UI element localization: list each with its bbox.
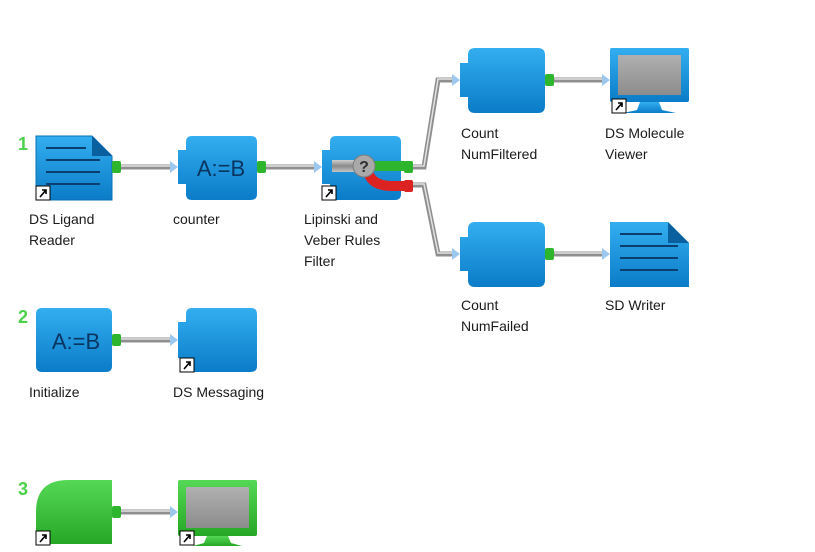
question-glyph: ? [359,159,369,176]
node-count-numfailed[interactable] [452,222,554,287]
output-port[interactable] [112,506,121,518]
row-number-1: 1 [18,134,29,154]
connector-initialize-to-messaging[interactable] [118,337,173,343]
label-sd-writer: SD Writer [605,297,666,313]
input-port-arrow-icon[interactable] [170,506,178,518]
input-port-arrow-icon[interactable] [452,248,460,260]
connector-filter-pass-to-count-numfiltered[interactable] [409,77,455,170]
filter-pipe-icon: ? [332,154,412,191]
node-counter[interactable]: A:=B [170,136,266,200]
label-initialize: Initialize [29,384,80,400]
monitor-screen [186,487,249,528]
input-port-arrow-icon[interactable] [602,74,610,86]
connector-row3[interactable] [118,509,173,515]
document-lines-icon [46,147,100,185]
output-port[interactable] [112,161,121,173]
assign-glyph: A:=B [52,329,100,354]
input-port-arrow-icon[interactable] [314,161,322,173]
shortcut-arrow-icon [321,185,337,201]
shortcut-arrow-icon [35,530,51,546]
output-port-fail[interactable] [404,180,413,192]
node-row3-viewer[interactable] [170,480,257,546]
node-initialize[interactable]: A:=B [36,308,121,372]
connector-numfiltered-to-viewer[interactable] [552,77,605,83]
label-count-numfiltered: Count NumFiltered [461,125,538,162]
document-lines-icon [620,233,678,271]
node-ds-ligand-reader[interactable] [35,135,121,201]
row-number-2: 2 [18,307,29,327]
label-ds-molecule-viewer: DS Molecule Viewer [605,125,685,162]
label-lipinski-filter: Lipinski and Veber Rules Filter [304,211,381,269]
node-sd-writer[interactable] [602,222,689,287]
output-port[interactable] [112,334,121,346]
shortcut-arrow-icon [179,530,195,546]
monitor-screen [618,55,681,95]
assign-glyph: A:=B [197,156,245,181]
shortcut-arrow-icon [35,185,51,201]
row-number-3: 3 [18,479,29,499]
input-port-arrow-icon[interactable] [170,161,178,173]
connector-reader-to-counter[interactable] [118,164,173,170]
label-counter: counter [173,211,220,227]
label-ds-messaging: DS Messaging [173,384,265,400]
connector-counter-to-filter[interactable] [261,164,317,170]
label-ds-ligand-reader: DS Ligand Reader [29,211,95,248]
node-row3-start[interactable] [35,480,121,546]
output-port[interactable] [545,74,554,86]
output-port-pass[interactable] [404,161,413,173]
node-lipinski-filter[interactable]: ? [314,136,413,201]
label-count-numfailed: Count NumFailed [461,297,529,334]
connector-numfailed-to-sd-writer[interactable] [552,251,605,257]
node-ds-messaging[interactable] [170,308,257,373]
input-port-arrow-icon[interactable] [602,248,610,260]
node-count-numfiltered[interactable] [452,48,554,113]
shortcut-arrow-icon [611,98,627,114]
node-ds-molecule-viewer[interactable] [602,48,689,114]
output-port[interactable] [545,248,554,260]
input-port-arrow-icon[interactable] [170,334,178,346]
connectors [118,77,605,515]
connector-filter-fail-to-count-numfailed[interactable] [409,182,455,257]
input-port-arrow-icon[interactable] [452,74,460,86]
output-port[interactable] [257,161,266,173]
shortcut-arrow-icon [179,357,195,373]
